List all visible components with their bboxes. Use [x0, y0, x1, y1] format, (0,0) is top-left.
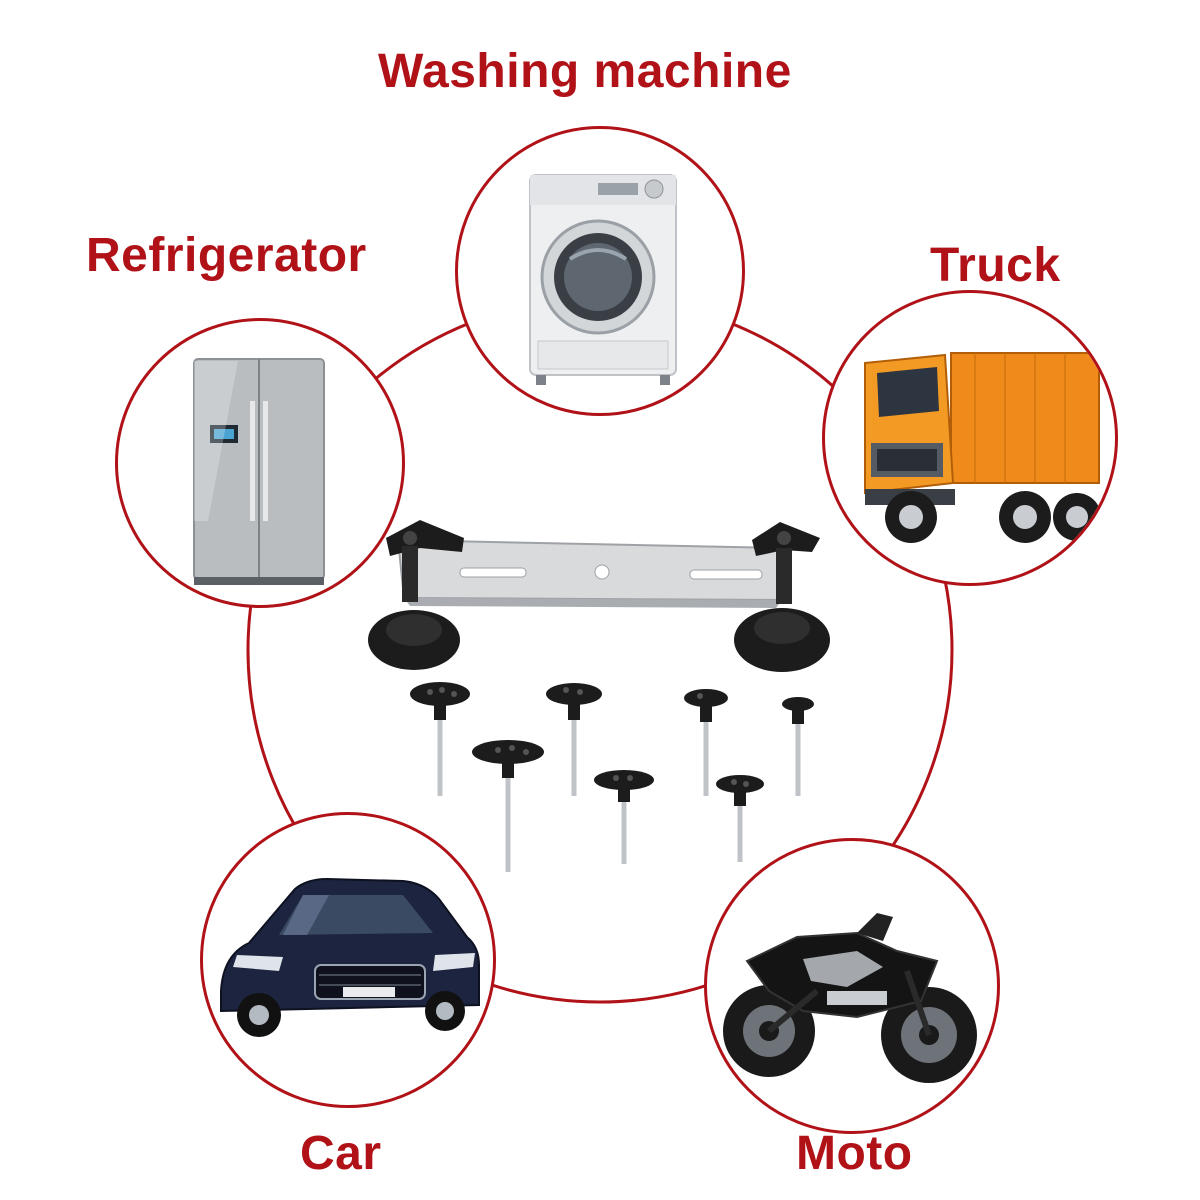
label-moto: Moto — [796, 1127, 913, 1180]
label-car: Car — [300, 1127, 382, 1180]
car-illustration — [220, 877, 480, 1037]
washing-machine-illustration — [529, 174, 677, 385]
motorcycle-illustration — [723, 913, 977, 1083]
truck-illustration — [864, 352, 1101, 543]
refrigerator-illustration — [193, 358, 325, 585]
label-truck: Truck — [930, 239, 1061, 292]
refrigerator-circle — [115, 318, 405, 608]
label-refrigerator: Refrigerator — [86, 229, 367, 282]
label-washing-machine: Washing machine — [378, 45, 792, 98]
washing-machine-circle — [455, 126, 745, 416]
truck-circle — [822, 290, 1118, 586]
car-circle — [200, 812, 496, 1108]
moto-circle — [704, 838, 1000, 1134]
